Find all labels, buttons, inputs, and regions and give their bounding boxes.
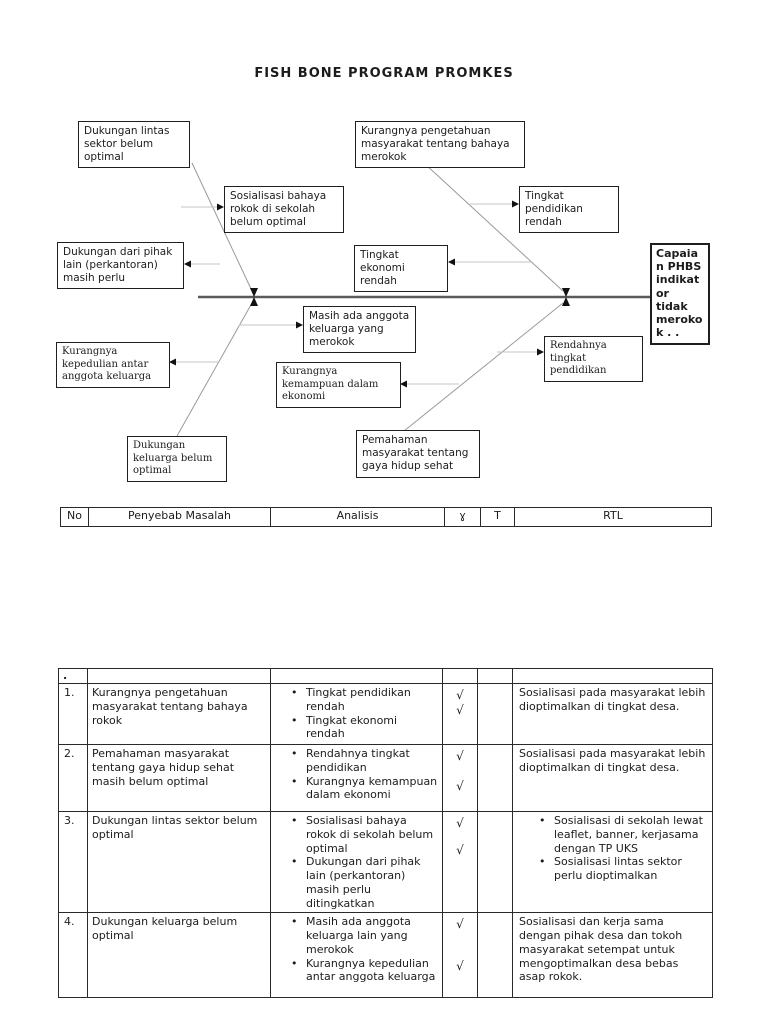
bullet-item: •Sosialisasi di sekolah lewat leaflet, b…: [539, 814, 703, 855]
rib-upper-right: [423, 162, 564, 292]
bullet-item: •Masih ada anggota keluarga lain yang me…: [291, 915, 411, 956]
arrowhead-kurangnya-kepedulian: [169, 358, 176, 366]
cell-t: [477, 912, 513, 999]
analisis-bullet-list: •Sosialisasi bahaya rokok di sekolah bel…: [275, 814, 438, 910]
bullet-item: •Rendahnya tingkat pendidikan: [291, 747, 410, 774]
header-analisis: Analisis: [270, 507, 445, 527]
cause-box-rendahnya-pendidikan: Rendahnya tingkat pendidikan: [544, 336, 643, 382]
cell-check: √ √: [442, 683, 478, 745]
arrowhead-masih-ada: [296, 321, 303, 329]
fishbone-lines: [169, 162, 650, 437]
arrowhead-sosialisasi: [217, 203, 224, 211]
cell-penyebab: Kurangnya pengetahuan masyarakat tentang…: [87, 683, 271, 745]
bullet-item: •Kurangnya kepedulian antar anggota kelu…: [291, 956, 436, 984]
cell-check: √ √: [442, 810, 478, 914]
arrowhead-rendahnya: [537, 348, 544, 356]
header-rtl: RTL: [514, 507, 712, 527]
analisis-bullet-list: •Masih ada anggota keluarga lain yang me…: [275, 915, 438, 984]
cell-rtl: Sosialisasi pada masyarakat lebih diopti…: [512, 744, 713, 812]
effect-box-capaian-phbs: Capaian PHBS indikator tidak merokok . .: [650, 243, 710, 345]
table-row: 3. Dukungan lintas sektor belum optimal …: [58, 810, 713, 914]
bullet-item: •Sosialisasi lintas sektor perlu dioptim…: [539, 855, 682, 882]
cell-check: √ √: [442, 912, 478, 999]
filler-row: .: [58, 668, 713, 684]
header-t: T: [480, 507, 515, 527]
analisis-bullet-list: •Rendahnya tingkat pendidikan•Kurangnya …: [275, 747, 438, 802]
bullet-item: •Sosialisasi bahaya rokok di sekolah bel…: [291, 814, 434, 855]
header-no: No: [60, 507, 89, 527]
arrowhead-junction-right-bottom: [562, 297, 570, 306]
analysis-header-table: No Penyebab Masalah Analisis ɣ T RTL: [60, 507, 712, 527]
bullet-item: •Kurangnya kemampuan dalam ekonomi: [291, 774, 438, 802]
check-mark: √: [456, 843, 464, 857]
header-gamma: ɣ: [444, 507, 481, 527]
cell-analisis: •Sosialisasi bahaya rokok di sekolah bel…: [270, 810, 443, 914]
page-title: FISH BONE PROGRAM PROMKES: [254, 66, 514, 81]
check-mark: √: [456, 703, 464, 717]
cell-analisis: •Tingkat pendidikan rendah•Tingkat ekono…: [270, 683, 443, 745]
arrowhead-kurangnya-kemampuan: [400, 380, 407, 388]
check-mark: √: [456, 779, 464, 793]
cell-t: [477, 683, 513, 745]
arrowhead-tingkat-ekonomi: [448, 258, 455, 266]
cause-box-dukungan-pihak-lain: Dukungan dari pihak lain (perkantoran) m…: [57, 242, 184, 290]
bullet-item: •Tingkat pendidikan rendah: [291, 686, 411, 713]
arrowhead-junction-right-top: [562, 288, 570, 297]
header-row: No Penyebab Masalah Analisis ɣ T RTL: [60, 507, 712, 527]
cell-rtl: Sosialisasi dan kerja sama dengan pihak …: [512, 912, 713, 999]
cause-box-kurangnya-kepedulian: Kurangnya kepedulian antar anggota kelua…: [56, 342, 170, 388]
check-mark: √: [456, 816, 464, 830]
arrowhead-tingkat-pendidikan: [512, 200, 519, 208]
rtl-bullet-list: •Sosialisasi di sekolah lewat leaflet, b…: [517, 814, 708, 883]
table-row: 2. Pemahaman masyarakat tentang gaya hid…: [58, 744, 713, 812]
cell-no: 1.: [58, 683, 88, 745]
analisis-bullet-list: •Tingkat pendidikan rendah•Tingkat ekono…: [275, 686, 438, 741]
cell-penyebab: Pemahaman masyarakat tentang gaya hidup …: [87, 744, 271, 812]
filler-cell: .: [58, 668, 88, 684]
cell-analisis: •Rendahnya tingkat pendidikan•Kurangnya …: [270, 744, 443, 812]
cause-box-masih-ada-anggota: Masih ada anggota keluarga yang merokok: [303, 306, 416, 354]
rib-lower-left: [176, 302, 253, 437]
bullet-item: •Tingkat ekonomi rendah: [291, 713, 398, 741]
cause-box-pemahaman-masyarakat: Pemahaman masyarakat tentang gaya hidup …: [356, 430, 480, 478]
cause-box-tingkat-pendidikan: Tingkat pendidikan rendah: [519, 186, 619, 234]
arrowhead-junction-left-top: [250, 288, 258, 297]
cause-box-kurangnya-kemampuan: Kurangnya kemampuan dalam ekonomi: [276, 362, 401, 408]
cause-box-kurangnya-pengetahuan: Kurangnya pengetahuan masyarakat tentang…: [355, 121, 525, 169]
cause-box-dukungan-lintas-sektor: Dukungan lintas sektor belum optimal: [78, 121, 190, 169]
cell-rtl: Sosialisasi pada masyarakat lebih diopti…: [512, 683, 713, 745]
table-row: 1. Kurangnya pengetahuan masyarakat tent…: [58, 683, 713, 745]
cause-box-dukungan-keluarga: Dukungan keluarga belum optimal: [127, 436, 227, 482]
detail-table: . 1. Kurangnya pengetahuan masyarakat te…: [58, 668, 713, 999]
cell-check: √ √: [442, 744, 478, 812]
check-mark: √: [456, 749, 464, 763]
cause-box-sosialisasi-bahaya: Sosialisasi bahaya rokok di sekolah belu…: [224, 186, 344, 234]
cell-no: 3.: [58, 810, 88, 914]
cell-t: [477, 744, 513, 812]
rib-lower-right: [403, 302, 564, 432]
bullet-item: •Dukungan dari pihak lain (perkantoran) …: [291, 855, 421, 910]
cell-t: [477, 810, 513, 914]
cell-analisis: •Masih ada anggota keluarga lain yang me…: [270, 912, 443, 999]
cell-no: 4.: [58, 912, 88, 999]
cell-penyebab: Dukungan lintas sektor belum optimal: [87, 810, 271, 914]
arrowhead-junction-left-bottom: [250, 297, 258, 306]
table-row: 4. Dukungan keluarga belum optimal •Masi…: [58, 912, 713, 999]
cell-no: 2.: [58, 744, 88, 812]
arrowhead-dukungan-pihak: [184, 260, 191, 268]
check-mark: √: [456, 688, 464, 702]
cell-rtl: •Sosialisasi di sekolah lewat leaflet, b…: [512, 810, 713, 914]
header-penyebab-masalah: Penyebab Masalah: [88, 507, 271, 527]
check-mark: √: [456, 917, 464, 932]
check-mark: √: [456, 959, 464, 974]
rib-upper-left: [191, 162, 253, 292]
cell-penyebab: Dukungan keluarga belum optimal: [87, 912, 271, 999]
cause-box-tingkat-ekonomi: Tingkat ekonomi rendah: [354, 245, 448, 293]
